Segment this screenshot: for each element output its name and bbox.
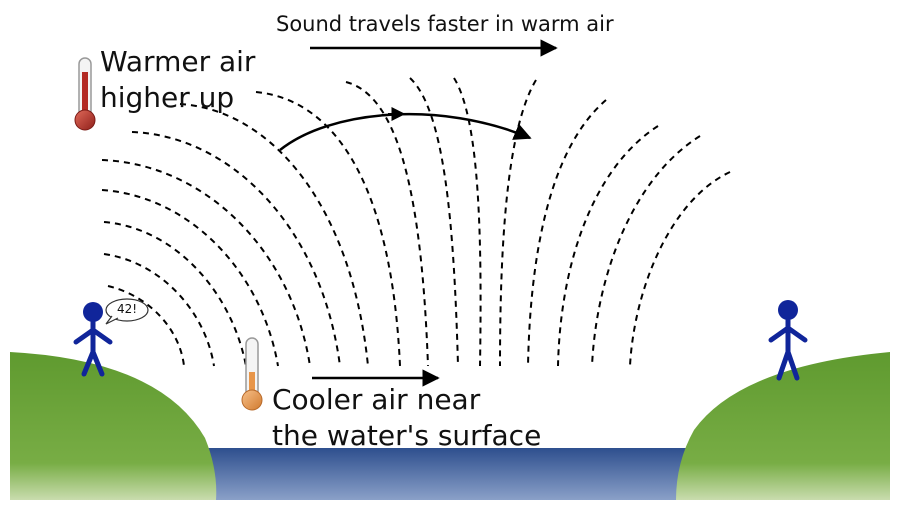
sound-wavefronts: [101, 77, 731, 367]
wavefront-line: [345, 81, 429, 367]
speech-bubble-text: 42!: [117, 302, 138, 316]
wavefront-line: [527, 99, 607, 367]
wavefront-line: [179, 103, 369, 367]
curved-propagation-arrow: [279, 112, 532, 151]
wavefront-line: [103, 221, 247, 367]
wavefront-line: [499, 79, 537, 367]
wavefront-line: [103, 253, 215, 367]
wavefront-line: [629, 171, 731, 367]
wavefront-line: [255, 91, 401, 367]
thermometer-hot-icon: [74, 57, 96, 131]
wavefront-line: [409, 77, 459, 367]
cool-label-line1: Cooler air near: [272, 383, 481, 416]
speech-bubble: [105, 298, 149, 325]
right-hill: [676, 352, 890, 500]
wavefront-line: [107, 285, 185, 367]
wavefront-line: [131, 131, 341, 367]
speaker-stick-figure-icon: [73, 302, 113, 377]
warm-label-line2: higher up: [100, 81, 235, 114]
wavefront-line: [101, 189, 279, 367]
left-hill: [10, 352, 217, 500]
wavefront-line: [591, 135, 701, 367]
wavefront-line: [557, 125, 659, 367]
top-caption: Sound travels faster in warm air: [276, 12, 614, 36]
water-surface: [190, 448, 710, 500]
cool-label-line2: the water's surface: [272, 419, 542, 452]
thermometer-cool-icon: [241, 337, 263, 411]
wavefront-line: [453, 77, 482, 367]
listener-stick-figure-icon: [768, 300, 808, 381]
warm-air-label: Warmer air higher up: [100, 44, 255, 116]
warm-label-line1: Warmer air: [100, 45, 256, 78]
cool-air-label: Cooler air near the water's surface: [272, 382, 541, 454]
